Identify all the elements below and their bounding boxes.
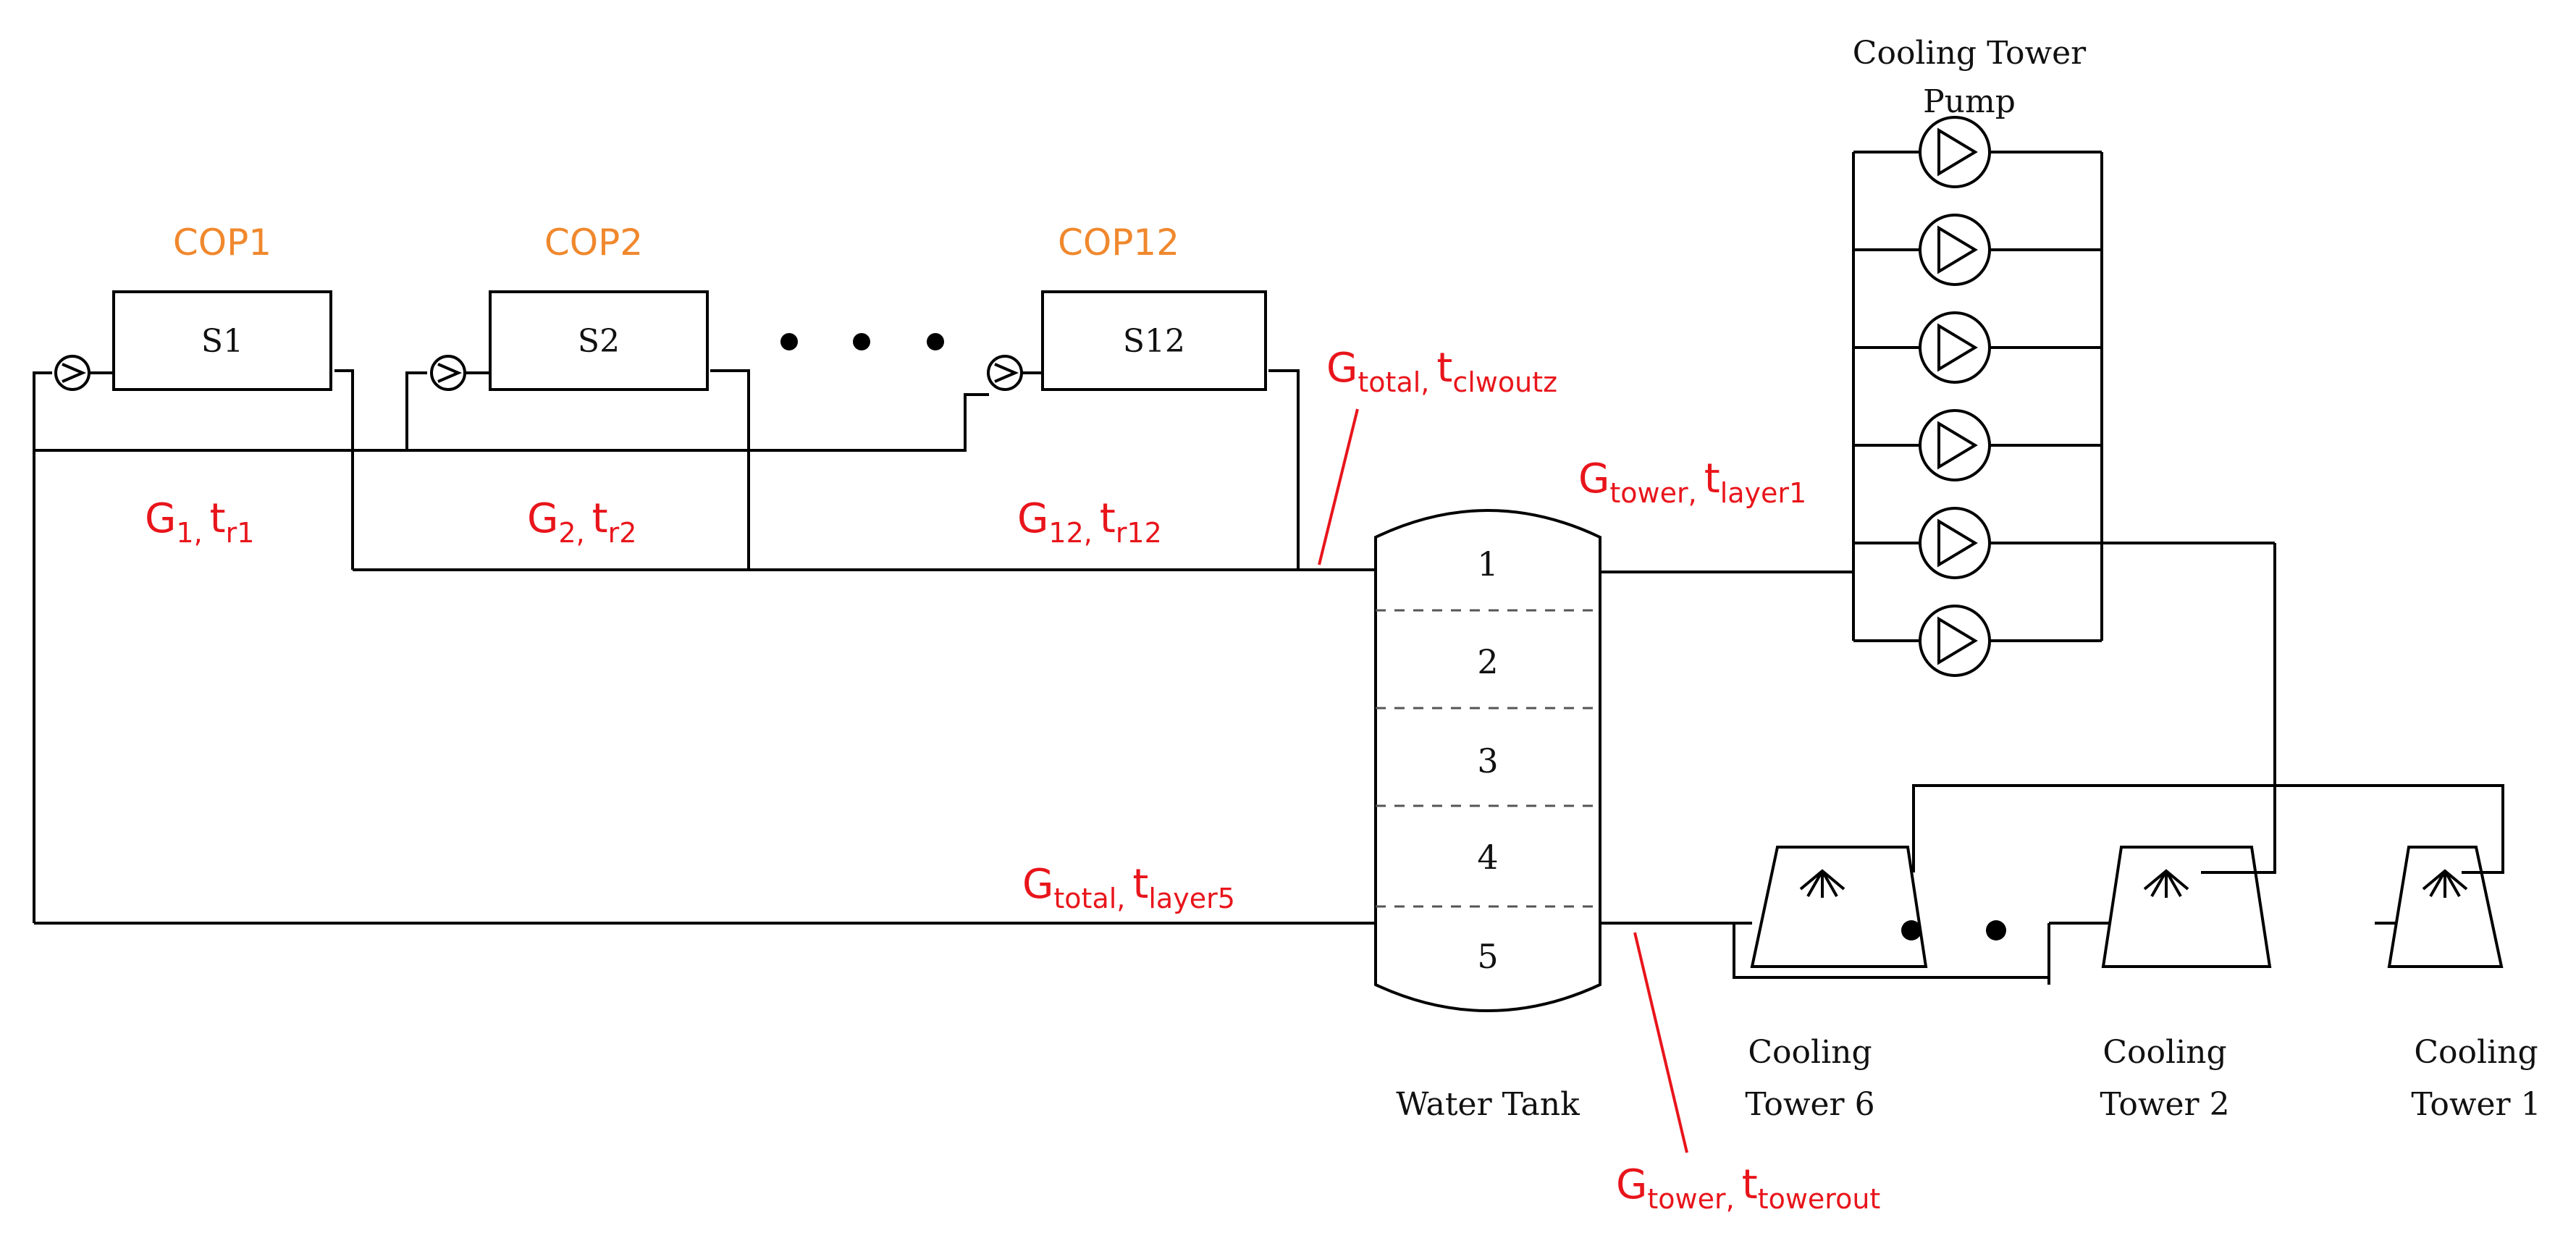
pump-row: [1853, 605, 2102, 677]
pump-bank-label-line2: Pump: [1923, 83, 2016, 120]
pump-bank: [1600, 116, 2275, 677]
tank-layer-label: 3: [1477, 741, 1498, 780]
pump-icon: [1919, 311, 1991, 384]
pump-bank-label-line1: Cooling Tower: [1853, 35, 2087, 72]
tower-label-line2: Tower 6: [1745, 1086, 1874, 1123]
cooling-tower-2: [2101, 846, 2272, 968]
tank-layer-label: 4: [1477, 838, 1498, 877]
tower-label-line2: Tower 1: [2411, 1086, 2541, 1123]
cooling-tower-6: [1750, 846, 1928, 968]
pump-icon: [1919, 214, 1991, 286]
tank-layer-label: 1: [1477, 544, 1498, 584]
flow-label-total-return: Gtotal,tlayer5: [1022, 861, 1235, 914]
flow-label-s2: G2,tr2: [527, 495, 636, 549]
tower-label-line1: Cooling: [2414, 1034, 2538, 1071]
pump-row: [1853, 116, 2102, 188]
chiller-loop-piping: [33, 369, 1374, 925]
cooling-tower-piping: [1600, 543, 2504, 985]
water-tank: 1 2 3 4 5: [1374, 509, 1601, 1012]
chiller-s12: S12: [987, 290, 1267, 391]
water-tank-label: Water Tank: [1396, 1086, 1580, 1123]
chiller-s2: S2: [430, 290, 709, 391]
cooling-tower-1: [2387, 846, 2504, 968]
tower-label-line1: Cooling: [2103, 1034, 2226, 1071]
tower-label-line2: Tower 2: [2100, 1086, 2229, 1123]
cop-label: COP12: [1058, 222, 1179, 264]
pump-icon: [1919, 507, 1991, 579]
pointer-line: [1318, 408, 1359, 565]
flow-label-tower-out: Gtower,ttowerout: [1616, 1161, 1880, 1215]
pump-icon: [1919, 409, 1991, 481]
flow-label-s1: G1,tr1: [145, 495, 254, 549]
chiller-s1: S1: [54, 290, 332, 391]
pointer-line: [1633, 932, 1688, 1153]
chiller-label: S2: [578, 323, 620, 360]
pump-row: [1853, 214, 2102, 286]
pump-row: [1853, 409, 2102, 481]
pump-icon: [1919, 116, 1991, 188]
pump-row: [1853, 311, 2102, 384]
cop-label: COP1: [173, 222, 272, 264]
more-towers-ellipsis: [1901, 920, 2006, 940]
pump-icon: [1919, 605, 1991, 677]
cop-label: COP2: [544, 222, 643, 264]
chiller-label: S12: [1123, 323, 1185, 360]
more-chillers-ellipsis: [780, 333, 944, 350]
tank-layer-label: 2: [1477, 642, 1498, 681]
tank-layer-label: 5: [1477, 937, 1498, 976]
flow-label-total-out: Gtotal,tclwoutz: [1326, 345, 1557, 398]
pump-row: [1853, 507, 2275, 579]
flow-label-s12: G12,tr12: [1017, 495, 1162, 549]
flow-label-tower-in: Gtower,tlayer1: [1578, 455, 1806, 509]
chiller-label: S1: [201, 323, 243, 360]
tower-label-line1: Cooling: [1748, 1034, 1872, 1071]
